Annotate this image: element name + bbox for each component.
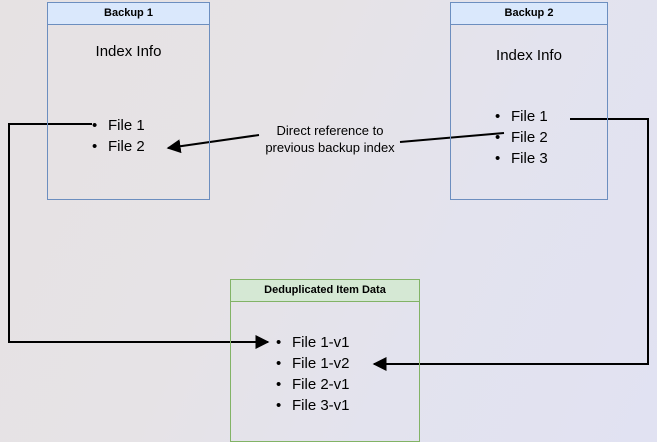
backup1-header: Backup 1 <box>48 3 209 25</box>
dedup-header: Deduplicated Item Data <box>231 280 419 302</box>
backup2-file-list: File 1 File 2 File 3 <box>495 106 548 169</box>
list-item: File 3 <box>495 148 548 169</box>
list-item: File 2 <box>92 136 145 157</box>
annotation-line-2: previous backup index <box>265 140 395 155</box>
annotation-line-1: Direct reference to <box>276 123 384 138</box>
dedup-file-list: File 1-v1 File 1-v2 File 2-v1 File 3-v1 <box>276 332 350 416</box>
backup1-file-list: File 1 File 2 <box>92 115 145 157</box>
list-item: File 2 <box>495 127 548 148</box>
list-item: File 1-v1 <box>276 332 350 353</box>
backup1-index-info-label: Index Info <box>95 43 162 60</box>
backup2-header: Backup 2 <box>451 3 607 25</box>
list-item: File 2-v1 <box>276 374 350 395</box>
annotation-direct-reference: Direct reference to previous backup inde… <box>247 122 413 156</box>
list-item: File 3-v1 <box>276 395 350 416</box>
list-item: File 1 <box>495 106 548 127</box>
backup2-box[interactable]: Backup 2 Index Info File 1 File 2 File 3 <box>450 2 608 200</box>
backup1-box[interactable]: Backup 1 Index Info File 1 File 2 <box>47 2 210 200</box>
deduplicated-item-data-box[interactable]: Deduplicated Item Data File 1-v1 File 1-… <box>230 279 420 442</box>
backup2-index-info-label: Index Info <box>496 47 562 64</box>
list-item: File 1 <box>92 115 145 136</box>
list-item: File 1-v2 <box>276 353 350 374</box>
